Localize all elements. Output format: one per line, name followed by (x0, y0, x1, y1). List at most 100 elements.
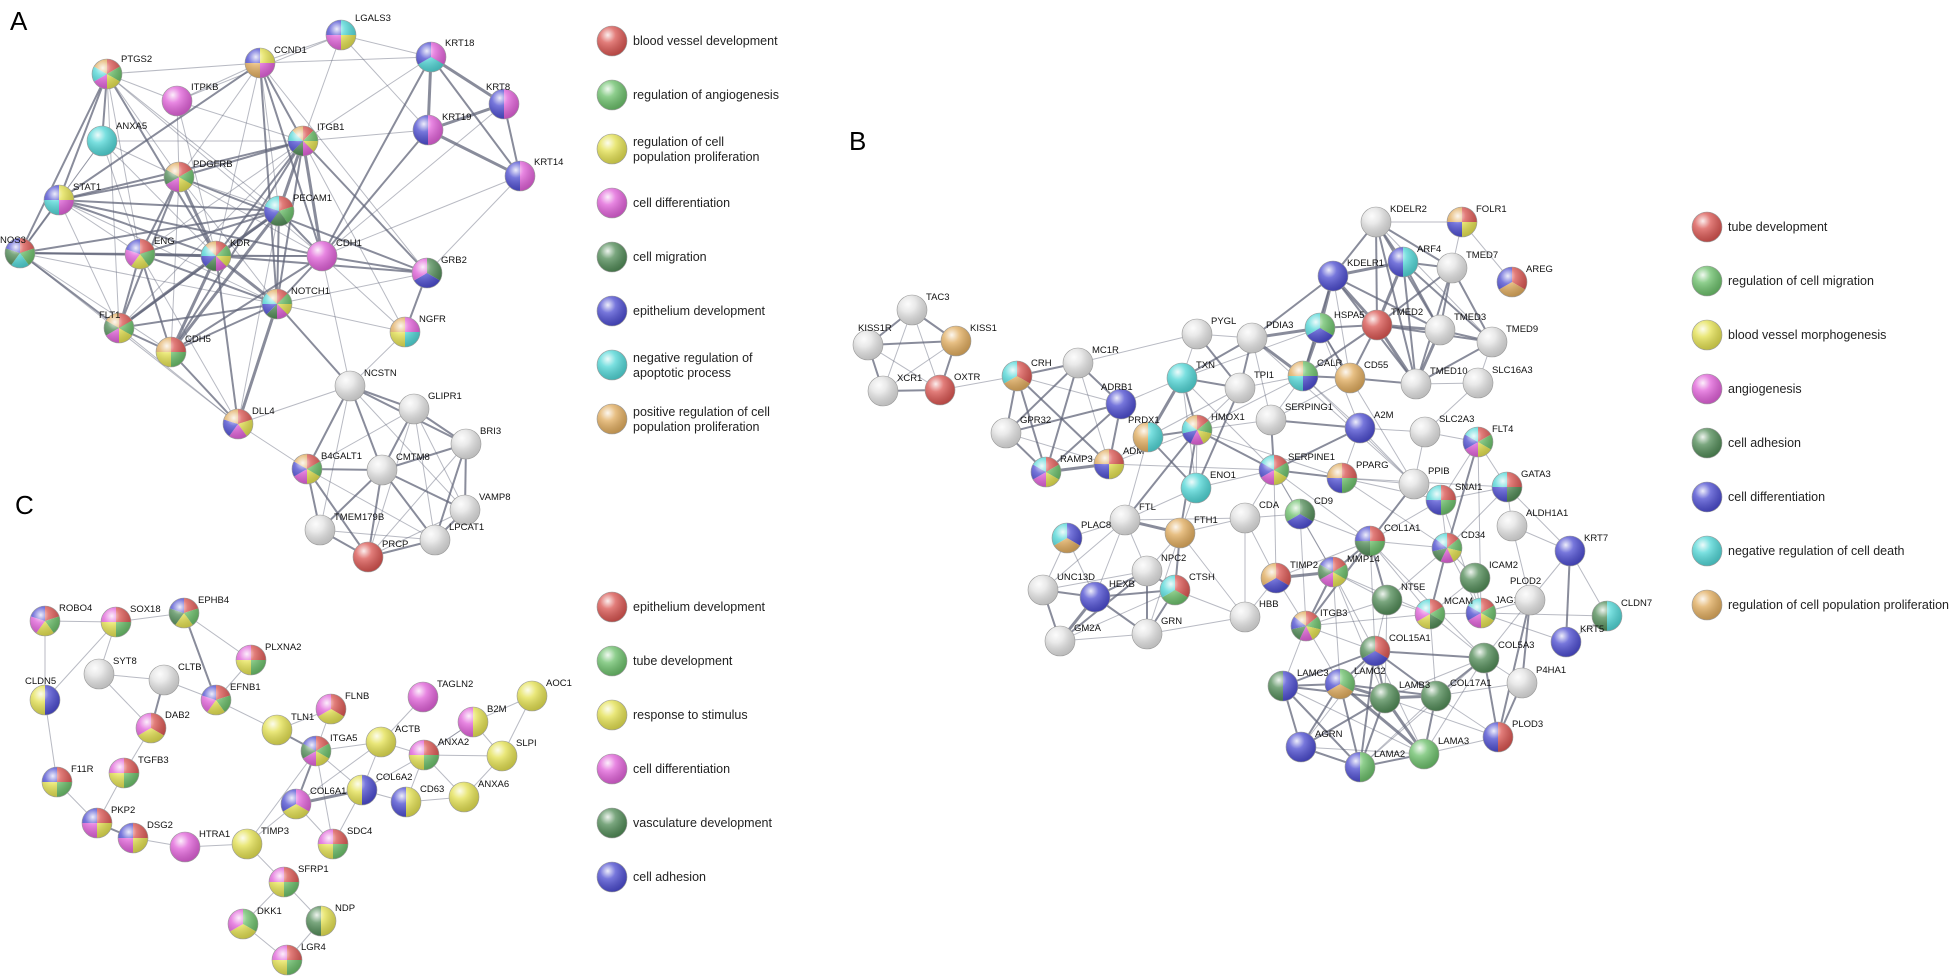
node-HMOX1[interactable]: HMOX1 (1181, 412, 1245, 446)
node-FLT1[interactable]: FLT1 (99, 310, 135, 344)
node-HBB[interactable]: HBB (1229, 599, 1279, 633)
node-TMED2[interactable]: TMED2 (1361, 307, 1423, 341)
node-CMTM8[interactable]: CMTM8 (366, 452, 430, 486)
node-COL5A3[interactable]: COL5A3 (1468, 640, 1534, 674)
node-PPARG[interactable]: PPARG (1326, 460, 1389, 494)
node-CTSH[interactable]: CTSH (1159, 572, 1215, 606)
node-ITGB3[interactable]: ITGB3 (1290, 608, 1347, 642)
node-TAGLN2[interactable]: TAGLN2 (407, 679, 473, 713)
node-KRT5[interactable]: KRT5 (1550, 624, 1604, 658)
node-SERPING1[interactable]: SERPING1 (1255, 402, 1333, 436)
node-COL15A1[interactable]: COL15A1 (1359, 633, 1431, 667)
node-XCR1[interactable]: XCR1 (867, 373, 922, 407)
node-FTH1[interactable]: FTH1 (1164, 515, 1218, 549)
node-SOX18[interactable]: SOX18 (100, 604, 161, 638)
node-SDC4[interactable]: SDC4 (317, 826, 372, 860)
node-TMED9[interactable]: TMED9 (1476, 324, 1538, 358)
node-LAMB3[interactable]: LAMB3 (1369, 680, 1430, 714)
node-CLDN7[interactable]: CLDN7 (1591, 598, 1652, 632)
node-TLN1[interactable]: TLN1 (261, 712, 314, 746)
node-CLTB[interactable]: CLTB (148, 662, 202, 696)
node-PPIB[interactable]: PPIB (1398, 466, 1450, 500)
node-TMED10[interactable]: TMED10 (1400, 366, 1467, 400)
node-PRCP[interactable]: PRCP (352, 539, 408, 573)
node-CALR[interactable]: CALR (1287, 358, 1342, 392)
node-KRT18[interactable]: KRT18 (415, 38, 474, 73)
node-AGRN[interactable]: AGRN (1285, 729, 1343, 763)
node-KDELR2[interactable]: KDELR2 (1360, 204, 1427, 238)
node-TAC3[interactable]: TAC3 (896, 292, 950, 326)
node-GPR32[interactable]: GPR32 (990, 415, 1051, 449)
node-TMED7[interactable]: TMED7 (1436, 250, 1498, 284)
node-PKP2[interactable]: PKP2 (81, 805, 135, 839)
node-KISS1R[interactable]: KISS1R (852, 323, 892, 361)
node-ADRB1[interactable]: ADRB1 (1101, 382, 1137, 420)
node-PLXNA2[interactable]: PLXNA2 (235, 642, 301, 676)
node-SLC2A3[interactable]: SLC2A3 (1409, 414, 1474, 448)
node-TIMP3[interactable]: TIMP3 (231, 826, 289, 860)
node-DKK1[interactable]: DKK1 (227, 906, 282, 940)
node-CD55[interactable]: CD55 (1334, 360, 1388, 394)
node-TGFB3[interactable]: TGFB3 (108, 755, 169, 789)
node-SLPI[interactable]: SLPI (486, 738, 537, 772)
node-ALDH1A1[interactable]: ALDH1A1 (1496, 508, 1568, 542)
node-NGFR[interactable]: NGFR (389, 314, 446, 348)
node-GRB2[interactable]: GRB2 (411, 255, 467, 289)
node-AOC1[interactable]: AOC1 (516, 678, 572, 712)
node-KRT7[interactable]: KRT7 (1554, 533, 1608, 567)
node-PLAC8[interactable]: PLAC8 (1051, 520, 1111, 554)
node-LAMC2[interactable]: LAMC2 (1324, 666, 1386, 700)
node-MC1R[interactable]: MC1R (1062, 345, 1119, 379)
node-OXTR[interactable]: OXTR (924, 372, 981, 406)
node-LAMA3[interactable]: LAMA3 (1408, 736, 1469, 770)
node-NCSTN[interactable]: NCSTN (334, 368, 397, 402)
node-PECAM1[interactable]: PECAM1 (263, 193, 332, 227)
node-TMEM179B[interactable]: TMEM179B (304, 512, 384, 546)
node-RAMP3[interactable]: RAMP3 (1030, 454, 1093, 488)
node-COL6A2[interactable]: COL6A2 (346, 772, 412, 806)
node-MMP14[interactable]: MMP14 (1317, 554, 1380, 588)
node-PLOD3[interactable]: PLOD3 (1482, 719, 1543, 753)
node-B4GALT1[interactable]: B4GALT1 (291, 451, 362, 485)
node-CLDN5[interactable]: CLDN5 (25, 676, 61, 716)
node-KISS1[interactable]: KISS1 (940, 323, 997, 357)
node-PTGS2[interactable]: PTGS2 (91, 54, 152, 90)
node-PYGL[interactable]: PYGL (1181, 316, 1236, 350)
node-CDA[interactable]: CDA (1229, 500, 1280, 534)
node-P4HA1[interactable]: P4HA1 (1506, 665, 1566, 699)
node-CD9[interactable]: CD9 (1284, 496, 1333, 530)
node-EFNB1[interactable]: EFNB1 (200, 682, 261, 716)
node-ICAM2[interactable]: ICAM2 (1459, 560, 1518, 594)
node-A2M[interactable]: A2M (1344, 410, 1394, 444)
node-COL6A1[interactable]: COL6A1 (280, 786, 346, 820)
node-EPHB4[interactable]: EPHB4 (168, 595, 229, 629)
node-NOS3[interactable]: NOS3 (0, 235, 36, 269)
node-JAG1[interactable]: JAG1 (1465, 595, 1519, 629)
node-ARF4[interactable]: ARF4 (1387, 244, 1441, 278)
node-ANXA2[interactable]: ANXA2 (408, 737, 469, 771)
node-HTRA1[interactable]: HTRA1 (169, 829, 230, 863)
node-KRT8[interactable]: KRT8 (486, 82, 520, 120)
node-VAMP8[interactable]: VAMP8 (449, 492, 511, 526)
node-DAB2[interactable]: DAB2 (135, 710, 190, 744)
node-HEXB[interactable]: HEXB (1079, 579, 1135, 613)
node-KRT14[interactable]: KRT14 (504, 157, 563, 192)
node-CRH[interactable]: CRH (1001, 358, 1052, 392)
node-DLL4[interactable]: DLL4 (222, 406, 275, 440)
node-KRT19[interactable]: KRT19 (412, 112, 471, 146)
node-HSPA5[interactable]: HSPA5 (1304, 310, 1364, 344)
node-TMED3[interactable]: TMED3 (1424, 312, 1486, 346)
node-NT5E[interactable]: NT5E (1371, 582, 1425, 616)
node-ANXA6[interactable]: ANXA6 (448, 779, 509, 813)
node-LGR4[interactable]: LGR4 (271, 942, 326, 976)
node-PDIA3[interactable]: PDIA3 (1236, 320, 1293, 354)
node-LAMC3[interactable]: LAMC3 (1267, 668, 1329, 702)
node-PDGFRB[interactable]: PDGFRB (163, 159, 233, 193)
node-SLC16A3[interactable]: SLC16A3 (1462, 365, 1533, 399)
node-SNAI1[interactable]: SNAI1 (1425, 482, 1482, 516)
node-ITPKB[interactable]: ITPKB (161, 82, 218, 117)
node-ROBO4[interactable]: ROBO4 (29, 603, 92, 637)
node-GLIPR1[interactable]: GLIPR1 (398, 391, 462, 425)
node-COL17A1[interactable]: COL17A1 (1420, 678, 1492, 712)
node-ENG[interactable]: ENG (124, 236, 175, 270)
